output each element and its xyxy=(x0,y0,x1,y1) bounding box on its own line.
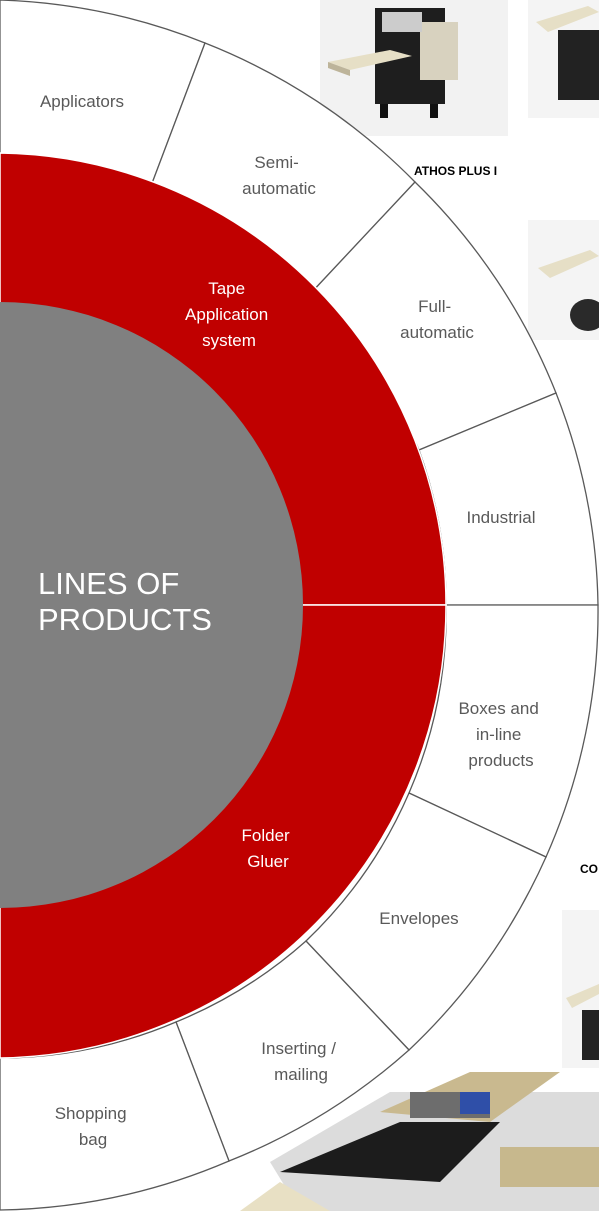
inserting-label-line: mailing xyxy=(274,1065,328,1084)
outer-segment-shopping-bag[interactable] xyxy=(0,1021,230,1211)
product-photo-folder-gluer xyxy=(240,1052,599,1211)
semi-automatic-label-line: automatic xyxy=(242,179,316,198)
shopping-bag-label-line: Shopping xyxy=(55,1104,127,1123)
tape-application-label-line: Application xyxy=(185,305,268,324)
industrial-label-line: Industrial xyxy=(467,508,536,527)
product-photo-full xyxy=(528,220,599,340)
folder-gluer-label-line: Folder xyxy=(242,826,291,845)
boxes-label-line: in-line xyxy=(476,725,521,744)
shopping-bag-label-line: bag xyxy=(79,1130,107,1149)
tape-application-label: Tape Application system xyxy=(185,279,273,350)
full-automatic-label-line: Full- xyxy=(418,297,451,316)
full-automatic-label-line: automatic xyxy=(400,323,474,342)
semi-automatic-label-line: Semi- xyxy=(254,153,298,172)
boxes-label-line: products xyxy=(468,751,533,770)
tape-application-label-line: Tape xyxy=(208,279,245,298)
full-automatic-label: Full- automatic xyxy=(400,297,474,342)
applicators-label: Applicators xyxy=(40,92,124,111)
caption-athos: ATHOS PLUS I xyxy=(414,164,498,178)
inserting-label-line: Inserting / xyxy=(261,1039,336,1058)
industrial-label: Industrial xyxy=(467,508,536,527)
shopping-bag-label: Shopping bag xyxy=(55,1104,132,1149)
boxes-label-line: Boxes and xyxy=(458,699,538,718)
folder-gluer-label: Folder Gluer xyxy=(242,826,295,871)
envelopes-label: Envelopes xyxy=(379,909,458,928)
folder-gluer-label-line: Gluer xyxy=(247,852,289,871)
tape-application-label-line: system xyxy=(202,331,256,350)
center-label: LINES OF PRODUCTS xyxy=(38,566,212,637)
product-photo-envelope xyxy=(562,910,599,1068)
inserting-label: Inserting / mailing xyxy=(261,1039,340,1084)
envelopes-label-line: Envelopes xyxy=(379,909,458,928)
center-label-line: LINES OF xyxy=(38,566,179,601)
product-photo-semi xyxy=(528,0,599,118)
caption-co: CO xyxy=(580,862,598,876)
semi-automatic-label: Semi- automatic xyxy=(242,153,316,198)
product-photo-applicator xyxy=(320,0,508,136)
center-label-line: PRODUCTS xyxy=(38,602,212,637)
boxes-label: Boxes and in-line products xyxy=(458,699,543,770)
center-core xyxy=(0,302,303,908)
applicators-label-line: Applicators xyxy=(40,92,124,111)
